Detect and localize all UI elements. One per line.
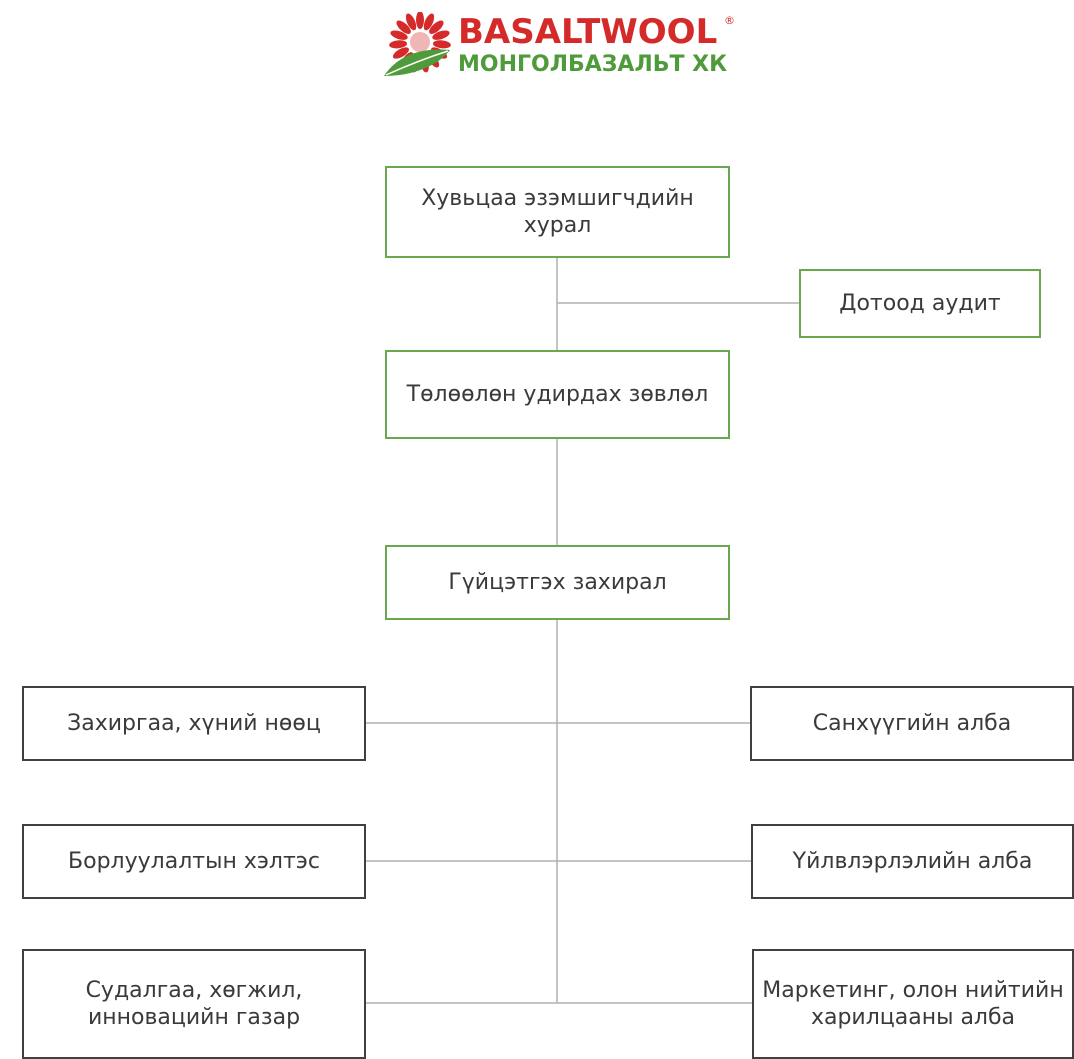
registered-mark: ®: [724, 14, 735, 27]
node-label: Захиргаа, хүний нөөц: [67, 711, 321, 736]
node-label: Төлөөлөн удирдах зөвлөл: [406, 382, 709, 407]
node-board-of-directors: Төлөөлөн удирдах зөвлөл: [385, 350, 730, 439]
node-label: Хувьцаа эзэмшигчдийн хурал: [421, 186, 694, 238]
company-logo: BASALTWOOL ® МОНГОЛБАЗАЛЬТ ХК: [380, 12, 740, 82]
node-label: Судалгаа, хөгжил, инновацийн газар: [85, 978, 303, 1030]
node-label: Санхүүгийн алба: [812, 711, 1012, 736]
logo-brand-text: BASALTWOOL: [458, 12, 718, 52]
node-label: Гүйцэтгэх захирал: [448, 570, 667, 595]
node-marketing-pr: Маркетинг, олон нийтийн харилцааны алба: [752, 949, 1074, 1059]
node-admin-hr: Захиргаа, хүний нөөц: [22, 686, 366, 761]
node-label: Дотоод аудит: [839, 291, 1001, 316]
node-ceo: Гүйцэтгэх захирал: [385, 545, 730, 620]
node-label: Маркетинг, олон нийтийн харилцааны алба: [762, 978, 1064, 1030]
node-rnd: Судалгаа, хөгжил, инновацийн газар: [22, 949, 366, 1059]
node-finance: Санхүүгийн алба: [750, 686, 1074, 761]
logo-subtitle: МОНГОЛБАЗАЛЬТ ХК: [458, 52, 728, 77]
node-internal-audit: Дотоод аудит: [799, 269, 1041, 338]
node-shareholders-meeting: Хувьцаа эзэмшигчдийн хурал: [385, 166, 730, 258]
node-label: Үйлвлэрлэлийн алба: [792, 849, 1033, 874]
node-sales: Борлуулалтын хэлтэс: [22, 824, 366, 899]
sunflower-leaf-icon: [384, 12, 451, 76]
node-production: Үйлвлэрлэлийн алба: [751, 824, 1074, 899]
node-label: Борлуулалтын хэлтэс: [68, 849, 320, 874]
